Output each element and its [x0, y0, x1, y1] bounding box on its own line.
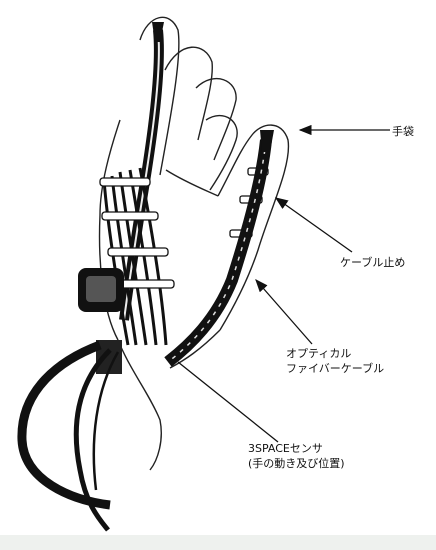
label-cable-stop: ケーブル止め — [340, 255, 405, 270]
finger-tip-caps — [152, 22, 274, 152]
bottom-strip — [0, 535, 436, 550]
pointer-lines — [178, 130, 390, 442]
glove-outline — [100, 17, 289, 470]
label-fiber-optic-cable: オプティカル ファイバーケーブル — [286, 346, 384, 376]
label-glove: 手袋 — [392, 124, 414, 139]
label-fiber-line1: オプティカル — [286, 346, 384, 361]
label-fiber-line2: ファイバーケーブル — [286, 361, 384, 376]
label-sensor-line2: (手の動き及び位置) — [248, 456, 345, 471]
label-glove-text: 手袋 — [392, 124, 414, 139]
label-cable-stop-text: ケーブル止め — [340, 255, 405, 270]
label-3space-sensor: 3SPACEセンサ (手の動き及び位置) — [248, 441, 345, 471]
label-sensor-line1: 3SPACEセンサ — [248, 441, 345, 456]
